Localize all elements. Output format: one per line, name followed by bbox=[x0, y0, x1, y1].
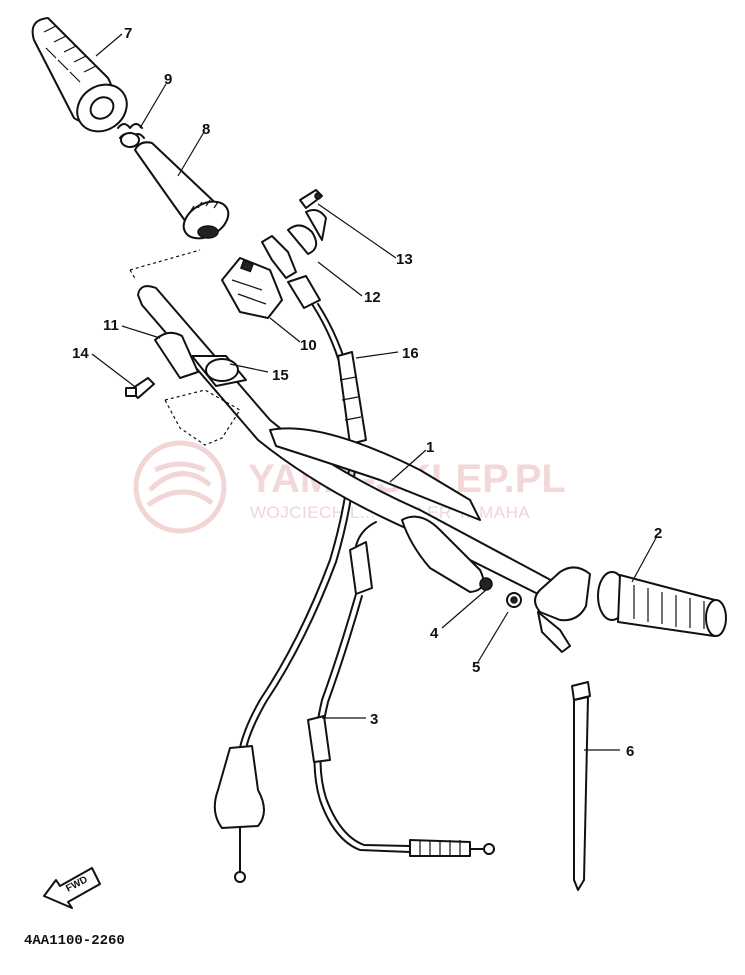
callout-7: 7 bbox=[124, 25, 132, 42]
part-throttle-cable bbox=[213, 275, 367, 883]
callout-16: 16 bbox=[402, 345, 419, 362]
leader-lines bbox=[91, 33, 657, 751]
part-right-grip bbox=[597, 571, 727, 637]
diagram-part-number: 4AA1100-2260 bbox=[24, 933, 125, 949]
callout-6: 6 bbox=[626, 743, 634, 760]
callout-11: 11 bbox=[103, 317, 119, 334]
part-throttle-housing bbox=[221, 257, 283, 319]
callout-2: 2 bbox=[654, 525, 662, 542]
watermark-logo-icon bbox=[133, 440, 227, 534]
part-left-grip bbox=[31, 17, 128, 133]
callout-10: 10 bbox=[300, 337, 317, 354]
callout-5: 5 bbox=[472, 659, 480, 676]
fwd-arrow-icon: FWD bbox=[43, 867, 101, 909]
part-cable-tie bbox=[571, 681, 591, 891]
part-lever-holder bbox=[401, 515, 591, 653]
callout-15: 15 bbox=[272, 367, 289, 384]
callout-12: 12 bbox=[364, 289, 381, 306]
callout-13: 13 bbox=[396, 251, 413, 268]
part-spring bbox=[117, 123, 145, 148]
callout-labels: 7 9 8 10 11 12 13 14 15 16 1 2 4 5 3 6 bbox=[72, 25, 662, 760]
part-handlebar bbox=[125, 285, 561, 606]
callout-8: 8 bbox=[202, 121, 210, 138]
part-cable-clip-13 bbox=[299, 189, 327, 241]
callout-3: 3 bbox=[370, 711, 378, 728]
callout-1: 1 bbox=[426, 439, 434, 456]
callout-4: 4 bbox=[430, 625, 439, 642]
part-throttle-tube bbox=[134, 141, 230, 240]
part-cable-adjuster-12 bbox=[261, 224, 318, 279]
callout-14: 14 bbox=[72, 345, 89, 362]
part-clutch-cable bbox=[307, 521, 495, 857]
callout-9: 9 bbox=[164, 71, 172, 88]
